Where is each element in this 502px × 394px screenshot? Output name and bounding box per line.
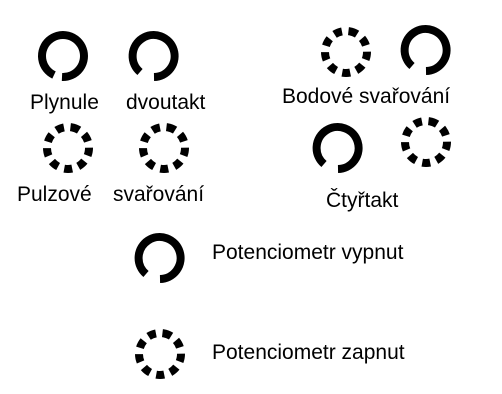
ring-solid-icon bbox=[312, 123, 363, 173]
label-ctyrtakt: Čtyřtakt bbox=[326, 189, 399, 212]
ring-dashed-icon bbox=[139, 123, 189, 173]
ring-dashed-icon bbox=[43, 123, 93, 173]
label-svarovani: svařování bbox=[113, 183, 205, 206]
label-pulzove: Pulzové bbox=[17, 183, 92, 206]
label-dvoutakt: dvoutakt bbox=[126, 91, 206, 114]
ring-dashed-icon bbox=[321, 26, 371, 77]
legend-label-vypnut: Potenciometr vypnut bbox=[212, 241, 404, 264]
label-bodove-svarovani: Bodové svařování bbox=[282, 85, 451, 108]
ring-solid-icon bbox=[400, 25, 451, 75]
label-plynule: Plynule bbox=[30, 91, 99, 114]
ring-dashed-icon bbox=[401, 117, 451, 167]
legend-ring-dashed-icon bbox=[135, 329, 185, 379]
legend-ring-solid-icon bbox=[134, 233, 185, 283]
legend-label-zapnut: Potenciometr zapnut bbox=[212, 341, 405, 364]
ring-solid-icon bbox=[128, 31, 179, 81]
ring-solid-icon bbox=[38, 31, 88, 82]
